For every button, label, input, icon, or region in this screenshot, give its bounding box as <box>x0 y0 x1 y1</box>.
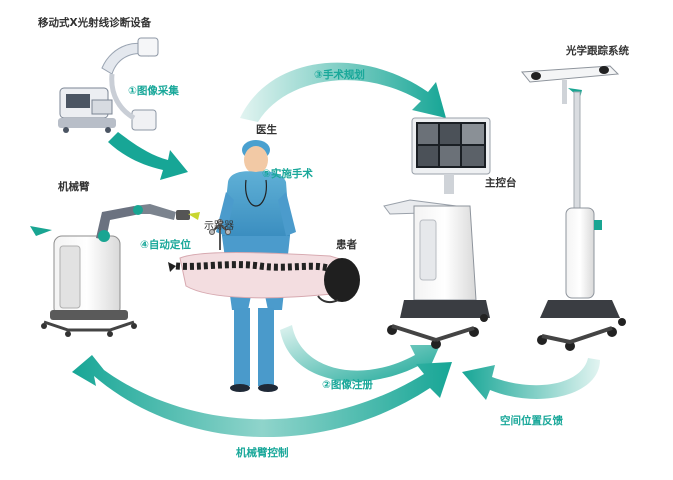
arrow-image-acquisition <box>108 132 188 180</box>
label-arm-control: 机械臂控制 <box>236 447 289 459</box>
arrow-surgical-planning <box>240 62 446 122</box>
label-step-auto-positioning: ④自动定位 <box>140 239 191 251</box>
patient-illustration <box>168 252 360 304</box>
label-patient: 患者 <box>336 239 357 251</box>
arrow-spatial-feedback <box>462 358 600 400</box>
robot-arm-illustration <box>30 204 200 337</box>
label-tracer: 示踪器 <box>204 221 234 232</box>
label-step-surgical-planning: ③手术规划 <box>314 69 365 81</box>
label-step-image-registration: ②图像注册 <box>322 379 373 391</box>
main-console-illustration <box>383 117 491 349</box>
label-step-image-acquisition: ①图像采集 <box>128 85 179 97</box>
label-xray-device: 移动式X光射线诊断设备 <box>38 17 152 29</box>
label-robot-arm: 机械臂 <box>58 181 90 193</box>
tracer-illustration <box>209 219 231 250</box>
label-spatial-feedback: 空间位置反馈 <box>500 415 563 427</box>
arrow-robot-arm-control <box>72 355 452 438</box>
label-step-perform-surgery: ⑤实施手术 <box>262 168 313 180</box>
optical-tracking-illustration <box>521 65 626 351</box>
label-optical-tracking: 光学跟踪系统 <box>566 45 629 57</box>
label-console: 主控台 <box>485 177 517 189</box>
arrow-image-registration <box>280 325 440 382</box>
xray-device-illustration <box>58 37 159 133</box>
label-doctor: 医生 <box>256 124 277 136</box>
